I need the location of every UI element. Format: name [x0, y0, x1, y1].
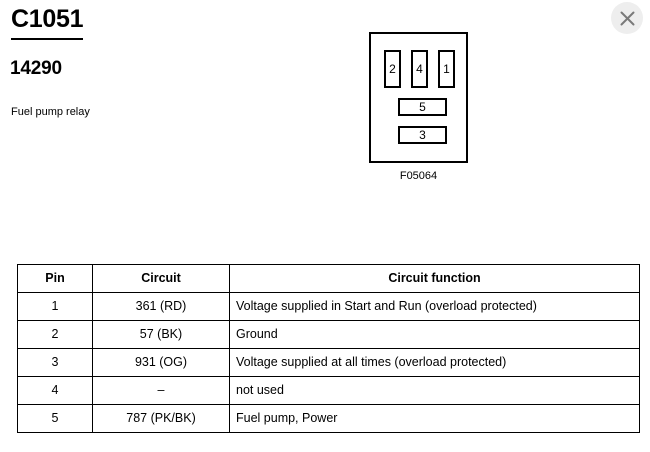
table-row: 3 931 (OG) Voltage supplied at all times… — [17, 348, 640, 377]
pin-table-header: Pin Circuit Circuit function — [17, 264, 640, 293]
table-row: 5 787 (PK/BK) Fuel pump, Power — [17, 404, 640, 433]
title-underline-rule — [11, 38, 83, 40]
pin-table-body: 1 361 (RD) Voltage supplied in Start and… — [17, 292, 640, 433]
close-button[interactable] — [611, 2, 643, 34]
close-icon — [620, 11, 634, 25]
table-header-row: Pin Circuit Circuit function — [17, 264, 640, 293]
cell-function: Voltage supplied at all times (overload … — [229, 348, 640, 377]
column-header-circuit: Circuit — [92, 264, 230, 293]
cell-function: Voltage supplied in Start and Run (overl… — [229, 292, 640, 321]
pin-slot-3: 3 — [398, 126, 447, 144]
cell-pin: 5 — [17, 404, 93, 433]
cell-pin: 3 — [17, 348, 93, 377]
cell-function: Ground — [229, 320, 640, 349]
pin-slot-4: 4 — [411, 50, 428, 88]
part-number: 14290 — [10, 58, 62, 79]
connector-housing-outline: 2 4 1 5 3 — [369, 32, 468, 163]
cell-circuit: – — [92, 376, 230, 405]
table-row: 2 57 (BK) Ground — [17, 320, 640, 349]
cell-function: Fuel pump, Power — [229, 404, 640, 433]
connector-id-title: C1051 — [11, 5, 84, 33]
connector-description: Fuel pump relay — [11, 106, 90, 118]
column-header-pin: Pin — [17, 264, 93, 293]
cell-pin: 2 — [17, 320, 93, 349]
cell-function: not used — [229, 376, 640, 405]
cell-pin: 4 — [17, 376, 93, 405]
pin-slot-2: 2 — [384, 50, 401, 88]
cell-pin: 1 — [17, 292, 93, 321]
connector-diagram: 2 4 1 5 3 F05064 — [369, 32, 468, 182]
table-row: 1 361 (RD) Voltage supplied in Start and… — [17, 292, 640, 321]
pin-slot-5: 5 — [398, 98, 447, 116]
cell-circuit: 361 (RD) — [92, 292, 230, 321]
cell-circuit: 57 (BK) — [92, 320, 230, 349]
table-row: 4 – not used — [17, 376, 640, 405]
cell-circuit: 931 (OG) — [92, 348, 230, 377]
cell-circuit: 787 (PK/BK) — [92, 404, 230, 433]
column-header-function: Circuit function — [229, 264, 640, 293]
figure-caption: F05064 — [399, 170, 438, 182]
pin-slot-1: 1 — [438, 50, 455, 88]
pin-table: Pin Circuit Circuit function 1 361 (RD) … — [17, 264, 640, 433]
